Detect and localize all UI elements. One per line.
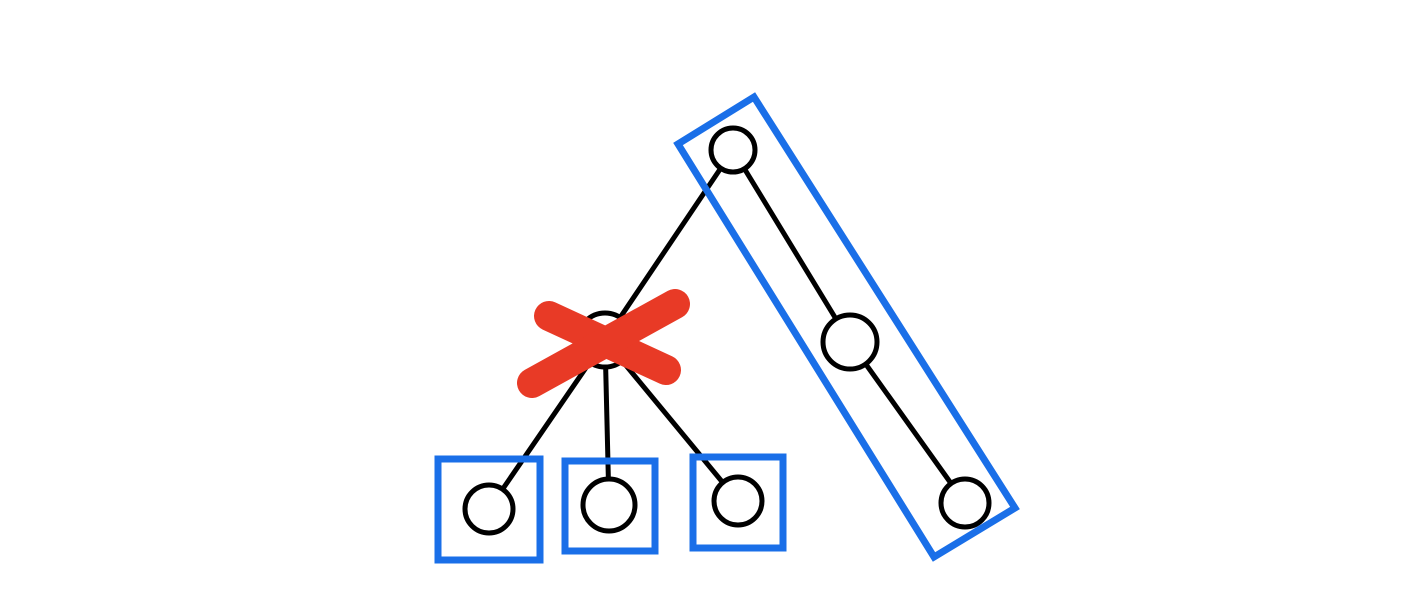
node-leaf-2 bbox=[580, 476, 638, 534]
edge-right-child-right-grandchild bbox=[847, 339, 968, 506]
node-leaf-3 bbox=[711, 474, 765, 528]
leaf-2-group-box bbox=[561, 457, 659, 555]
nodes bbox=[462, 125, 992, 536]
leaf-1-group-box bbox=[434, 455, 544, 564]
edge-root-left-child bbox=[602, 147, 736, 343]
node-right-grandchild bbox=[938, 476, 992, 530]
edge-root-right-child bbox=[730, 147, 853, 345]
node-root bbox=[708, 125, 758, 175]
node-leaf-1 bbox=[462, 482, 516, 536]
node-right-child bbox=[820, 312, 880, 372]
group-boxes bbox=[434, 92, 1020, 564]
leaf-3-group-box bbox=[689, 453, 787, 552]
cross-mark-icon bbox=[517, 289, 690, 398]
chain-group-box bbox=[673, 92, 1020, 562]
cross-stroke-2 bbox=[517, 289, 690, 398]
